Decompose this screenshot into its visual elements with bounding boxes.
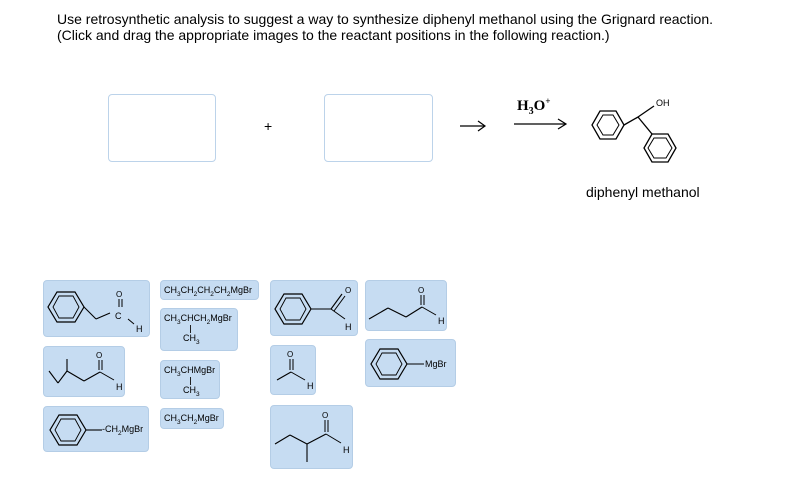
hydroxyl-label: OH [656,98,670,108]
product-name: diphenyl methanol [586,184,700,200]
tile-benzyl-mgbr[interactable]: -CH2MgBr [43,406,149,452]
instructions-line2: (Click and drag the appropriate images t… [57,27,610,43]
hydrogen-label: H [345,322,352,332]
branch-bond [190,325,191,333]
diphenyl-methanol-structure: OH [591,98,677,163]
oxygen-label: O [96,351,102,360]
reactant-slot-2[interactable] [324,94,433,162]
hydrogen-label: H [343,445,350,455]
instructions: Use retrosynthetic analysis to suggest a… [57,11,713,43]
hydrogen-label: H [116,382,123,392]
tile-methylbutanal[interactable]: O H [270,405,353,469]
tile-benzaldehyde[interactable]: O H [270,280,358,336]
isobutyl-methyl-branch: CH3 [183,333,200,346]
reaction-arrow-icon [514,118,568,130]
tile-isobutyl-mgbr[interactable]: CH3CHCH2MgBr CH3 [160,308,238,351]
mgbr-label: MgBr [425,359,447,369]
hydrogen-label: H [136,324,143,334]
isopropyl-mgbr-formula: CH3CHMgBr [164,365,216,378]
reagent-h3o: H3O+ [517,96,551,117]
carbon-label: C [115,311,122,321]
benzyl-ring-structure [49,414,102,446]
reactant-slot-1[interactable] [108,94,216,162]
benzyl-mgbr-label: -CH2MgBr [102,424,144,437]
isovaleraldehyde-structure: O H [48,351,123,392]
ethyl-mgbr-formula: CH3CH2MgBr [164,413,219,426]
tile-isopropyl-mgbr[interactable]: CH3CHMgBr CH3 [160,360,220,399]
hydrogen-label: H [307,381,314,391]
oxygen-label: O [418,286,424,295]
isobutyl-mgbr-formula: CH3CHCH2MgBr [164,313,232,326]
tile-ethyl-mgbr[interactable]: CH3CH2MgBr [160,408,224,429]
isopropyl-methyl-branch: CH3 [183,385,200,398]
tile-isovaleraldehyde[interactable]: O H [43,346,125,397]
oxygen-label: O [322,411,328,420]
propanal-structure: O H [368,286,445,326]
branch-bond [190,377,191,385]
tile-phenylacetaldehyde[interactable]: O C H [43,280,150,337]
hydrogen-label: H [438,316,445,326]
benzaldehyde-structure: O H [274,286,352,332]
instructions-line1: Use retrosynthetic analysis to suggest a… [57,11,714,27]
acetaldehyde-structure: O H [276,350,314,391]
phenyl-mgbr-structure: MgBr [370,348,447,380]
oxygen-label: O [116,290,122,299]
oxygen-label: O [345,286,351,295]
plus-sign: + [264,118,273,134]
tile-phenyl-mgbr[interactable]: MgBr [365,339,456,387]
oxygen-label: O [287,350,293,359]
tile-acetaldehyde[interactable]: O H [270,345,316,395]
tile-butyl-mgbr[interactable]: CH3CH2CH2CH2MgBr [160,280,259,300]
methylbutanal-structure: O H [274,411,350,462]
retrosynthesis-arrow-icon [460,120,487,132]
butyl-mgbr-formula: CH3CH2CH2CH2MgBr [164,285,253,298]
phenylacetaldehyde-structure: O C H [47,290,143,334]
tile-propanal[interactable]: O H [365,280,447,331]
